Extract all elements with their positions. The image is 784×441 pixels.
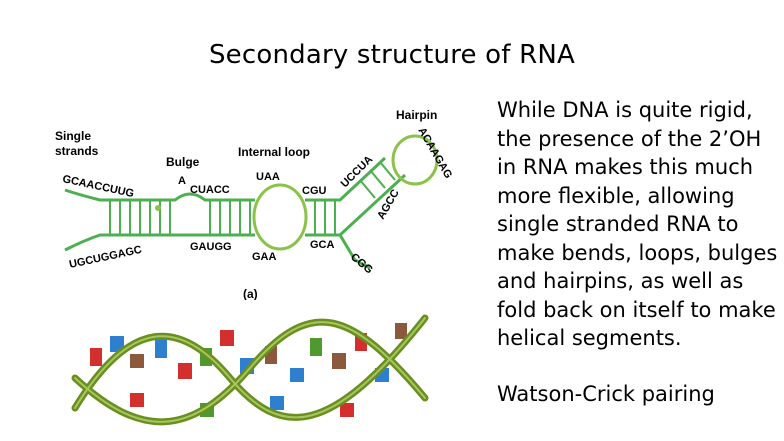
strand-lines bbox=[64, 156, 407, 270]
rna-secondary-structure-diagram: Single strands Bulge Internal loop Hairp… bbox=[55, 108, 454, 300]
hairpin-loop bbox=[391, 134, 439, 186]
base-pair-rungs bbox=[109, 200, 336, 235]
internal-loop bbox=[252, 183, 308, 251]
bulge-dot bbox=[155, 205, 161, 211]
paragraph-watson-crick: Watson-Crick pairing bbox=[497, 381, 715, 406]
seq-top-mid: CUACC bbox=[190, 184, 230, 196]
right-bottom-strand bbox=[305, 233, 371, 270]
paragraph-explanation: While DNA is quite rigid, the presence o… bbox=[497, 98, 778, 350]
top-strand bbox=[64, 188, 255, 202]
rna-double-helix-image bbox=[71, 314, 429, 426]
seq-bulge-base: A bbox=[178, 175, 186, 187]
hairpin-rungs bbox=[359, 161, 396, 199]
seq-loop-bottom: GAA bbox=[252, 251, 277, 263]
label-single-strands: Single bbox=[55, 129, 91, 143]
right-top-strand bbox=[305, 156, 387, 202]
seq-bottom-right: GCA bbox=[310, 239, 335, 251]
right-stem-inner bbox=[338, 173, 407, 237]
label-panel-a: (a) bbox=[243, 287, 258, 300]
body-text: While DNA is quite rigid, the presence o… bbox=[497, 96, 782, 435]
seq-loop-top: UAA bbox=[256, 171, 280, 183]
seq-bottom-mid: GAUGG bbox=[190, 241, 232, 253]
helix-backbones bbox=[71, 314, 429, 426]
label-hairpin: Hairpin bbox=[396, 108, 437, 122]
label-internal-loop: Internal loop bbox=[238, 145, 310, 159]
bottom-strand bbox=[64, 233, 255, 252]
seq-bottom-tail: CGG bbox=[348, 251, 375, 276]
seq-bottom-left: UGCUGGAGC bbox=[68, 244, 143, 271]
label-bulge: Bulge bbox=[166, 155, 200, 169]
seq-top-right: CGU bbox=[302, 185, 327, 197]
seq-top-left: GCAACCUUG bbox=[61, 173, 135, 200]
seq-stem-down-lower: AGCC bbox=[375, 187, 402, 221]
label-single-strands-2: strands bbox=[55, 144, 99, 158]
slide-title: Secondary structure of RNA bbox=[208, 40, 576, 70]
